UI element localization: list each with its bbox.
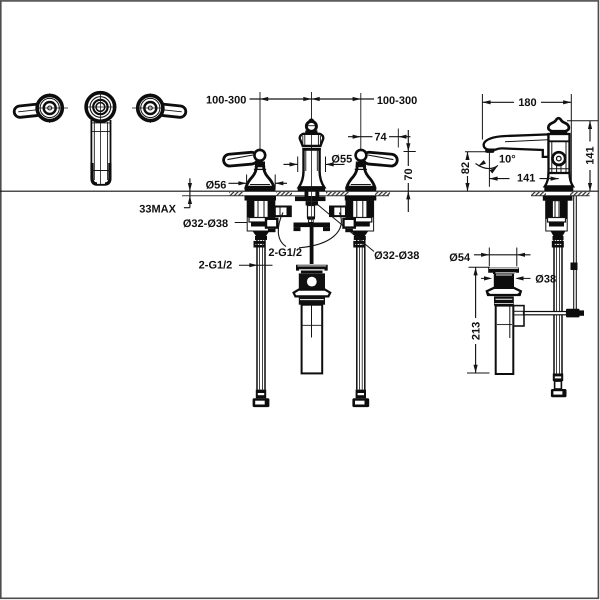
svg-text:10°: 10° bbox=[499, 154, 516, 166]
svg-text:141: 141 bbox=[585, 146, 597, 164]
svg-text:Ø55: Ø55 bbox=[331, 153, 352, 165]
svg-text:33MAX: 33MAX bbox=[139, 204, 176, 216]
svg-text:Ø56: Ø56 bbox=[206, 179, 227, 191]
svg-text:100-300: 100-300 bbox=[377, 95, 417, 107]
svg-text:Ø38: Ø38 bbox=[535, 273, 556, 285]
svg-text:2-G1/2: 2-G1/2 bbox=[268, 247, 302, 259]
svg-text:100-300: 100-300 bbox=[206, 95, 246, 107]
svg-text:Ø32-Ø38: Ø32-Ø38 bbox=[183, 218, 228, 230]
svg-text:180: 180 bbox=[518, 97, 536, 109]
svg-text:74: 74 bbox=[374, 132, 387, 144]
svg-text:70: 70 bbox=[403, 168, 415, 180]
svg-text:213: 213 bbox=[471, 322, 483, 340]
svg-text:141: 141 bbox=[517, 172, 535, 184]
svg-text:Ø32-Ø38: Ø32-Ø38 bbox=[374, 250, 419, 262]
svg-text:82: 82 bbox=[460, 162, 472, 174]
svg-text:2-G1/2: 2-G1/2 bbox=[199, 259, 233, 271]
svg-text:Ø54: Ø54 bbox=[449, 252, 471, 264]
